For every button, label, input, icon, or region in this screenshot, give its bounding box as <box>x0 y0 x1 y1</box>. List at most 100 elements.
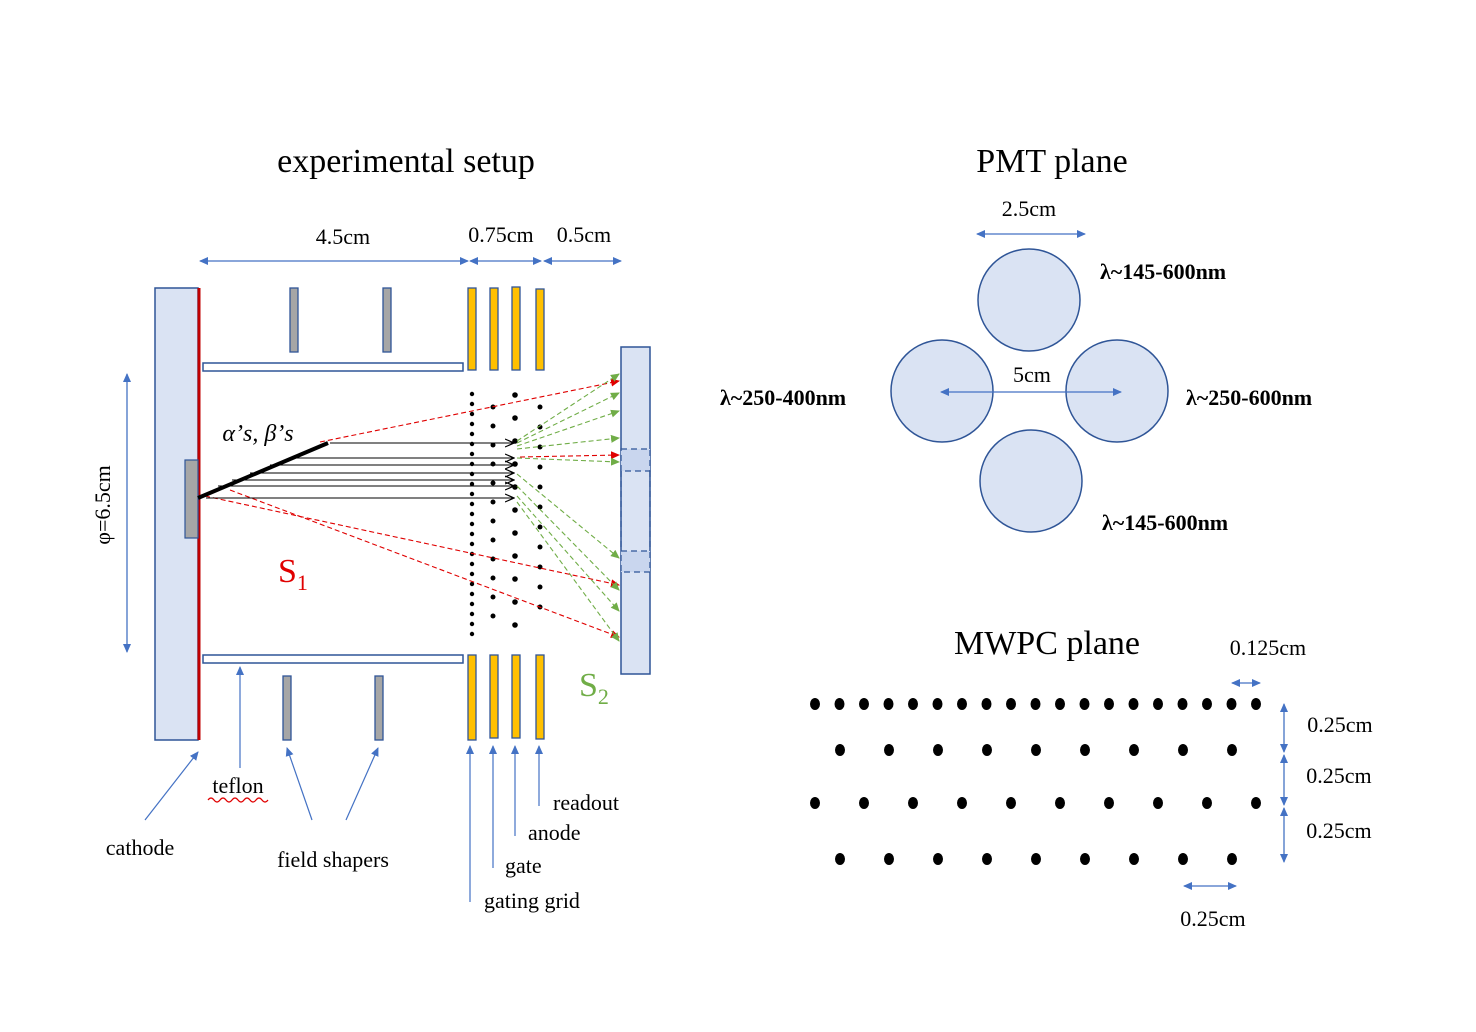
pmt-top-wavelength: λ~145-600nm <box>1100 259 1226 284</box>
s2-ray <box>516 501 620 642</box>
gate-wire <box>490 442 496 448</box>
mwpc-wire <box>1006 698 1016 710</box>
gating-grid-wire <box>469 561 475 567</box>
field-shaper <box>289 287 299 353</box>
mwpc-wire <box>1006 797 1016 809</box>
anode-electrode-top <box>511 286 521 371</box>
readout-wire <box>537 444 543 450</box>
mwpc-wire <box>957 698 967 710</box>
readout-length-label: 0.5cm <box>557 222 611 247</box>
gating-grid-wire <box>469 521 475 527</box>
mwpc-wire <box>1153 797 1163 809</box>
mwpc-wire <box>835 853 845 865</box>
mwpc-wire <box>981 698 992 710</box>
gate-wire <box>490 613 496 619</box>
gating-grid-label: gating grid <box>484 888 580 913</box>
pmt-top <box>977 248 1081 352</box>
mwpc-wire <box>1202 797 1212 809</box>
mwpc-wire <box>1080 744 1090 756</box>
gate-wire <box>490 461 496 467</box>
s1-ray <box>319 378 620 443</box>
field-shaper-callout <box>345 747 379 821</box>
mwpc-wire <box>883 698 894 710</box>
readout-wire <box>537 564 543 570</box>
s2-light-rays <box>516 373 620 642</box>
readout-wire <box>537 584 543 590</box>
s2-ray <box>516 434 620 450</box>
teflon-wall-top <box>202 362 464 372</box>
gating-grid-wire <box>469 421 475 427</box>
mwpc-wire <box>1227 853 1237 865</box>
mwpc-wire <box>1178 853 1188 865</box>
mwpc-wire <box>1031 853 1041 865</box>
gate-wire <box>490 499 496 505</box>
pmt-spacing-label: 5cm <box>1013 362 1051 387</box>
mwpc-wire <box>834 698 845 710</box>
gating-grid-electrode-top <box>467 287 477 371</box>
mwpc-wire <box>1080 853 1090 865</box>
drift-length-label: 4.5cm <box>316 224 370 249</box>
mwpc-wire <box>835 744 845 756</box>
gate-wire <box>490 518 496 524</box>
pmt-bottom-wavelength: λ~145-600nm <box>1102 510 1228 535</box>
cathode-callout <box>144 751 199 821</box>
readout-wire <box>537 544 543 550</box>
gating-grid-wire <box>469 411 475 417</box>
readout-electrode-bottom <box>535 654 545 740</box>
anode-wire <box>512 622 518 628</box>
field-shaper <box>282 675 292 741</box>
gating-grid-wire <box>469 601 475 607</box>
readout-pad-upper <box>620 448 651 472</box>
gating-grid-wire <box>469 481 475 487</box>
readout-electrode-top <box>535 288 545 371</box>
gating-grid-wire <box>469 611 475 617</box>
diameter-label: φ=6.5cm <box>90 465 115 544</box>
cathode-label: cathode <box>106 835 174 860</box>
electron-drift-arrows <box>206 443 513 498</box>
pmt-array <box>890 248 1169 533</box>
spellcheck-underline <box>207 797 269 803</box>
gating-grid-electrode-bottom <box>467 654 477 741</box>
mwpc-wire <box>1055 797 1065 809</box>
s2-ray <box>516 473 620 559</box>
mwpc-wire <box>1129 853 1139 865</box>
pmt-left-wavelength: λ~250-400nm <box>720 385 846 410</box>
pmt-right-wavelength: λ~250-600nm <box>1186 385 1312 410</box>
readout-wire <box>537 404 543 410</box>
mwpc-wire <box>957 797 967 809</box>
s2-ray <box>516 392 620 444</box>
readout-wire <box>537 524 543 530</box>
gating-grid-wire <box>469 401 475 407</box>
column-spacing-label: 0.25cm <box>1180 906 1245 931</box>
mwpc-wire <box>859 797 869 809</box>
row3-spacing-label: 0.25cm <box>1306 818 1371 843</box>
callout-arrows <box>144 666 543 902</box>
gate-wire <box>490 594 496 600</box>
teflon-label: teflon <box>212 773 263 798</box>
gate-wire <box>490 556 496 562</box>
s1-label: S1 <box>278 553 308 595</box>
readout-pad-lower <box>620 550 651 573</box>
field-shaper-callout <box>285 747 313 821</box>
wire-grid <box>469 391 543 637</box>
mwpc-wire <box>1178 744 1188 756</box>
s1-ray <box>229 489 620 638</box>
gate-wire <box>490 575 496 581</box>
row1-spacing-label: 0.25cm <box>1307 712 1372 737</box>
field-shaper <box>382 287 392 353</box>
wire-spacing-label: 0.125cm <box>1230 635 1306 660</box>
mwpc-row-arrows <box>1183 703 1288 890</box>
mwpc-wire <box>1079 698 1090 710</box>
mwpc-wire <box>1251 797 1261 809</box>
mwpc-wire <box>1104 698 1114 710</box>
gating-grid-wire <box>469 501 475 507</box>
mwpc-wire <box>810 698 820 710</box>
gating-grid-wire <box>469 631 475 637</box>
anode-wire <box>512 576 518 582</box>
anode-label: anode <box>528 820 581 845</box>
s2-ray <box>516 495 620 612</box>
anode-wire <box>512 530 518 536</box>
readout-wire <box>537 464 543 470</box>
gating-grid-wire <box>469 541 475 547</box>
